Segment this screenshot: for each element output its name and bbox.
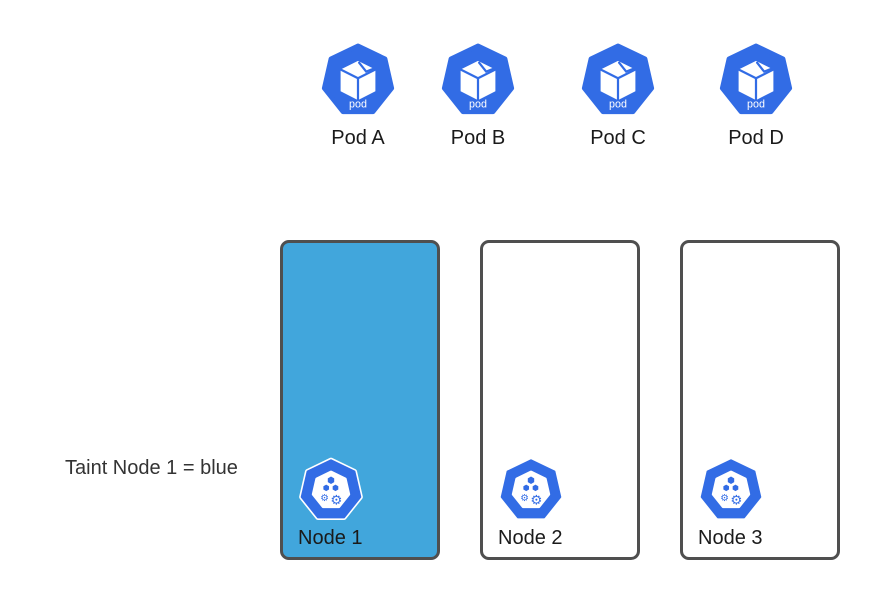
pod-a: pod Pod A	[302, 42, 414, 150]
pod-icon-text: pod	[609, 98, 627, 110]
node-label: Node 1	[298, 527, 363, 549]
pod-label: Pod A	[331, 127, 385, 149]
pod-label: Pod B	[450, 127, 506, 149]
taint-annotation: Taint Node 1 = blue	[65, 457, 238, 479]
kubernetes-node-icon	[499, 457, 563, 521]
node-label: Node 2	[498, 527, 563, 549]
kubernetes-pod-icon: pod	[441, 42, 515, 116]
pod-icon-text: pod	[349, 98, 367, 110]
kubernetes-node-icon	[699, 457, 763, 521]
pod-label: Pod C	[590, 127, 646, 149]
pod-icon-text: pod	[469, 98, 487, 110]
pod-b: pod Pod B	[422, 42, 534, 150]
pod-d: pod Pod D	[700, 42, 812, 150]
pod-label: Pod D	[728, 127, 784, 149]
kubernetes-pod-icon: pod	[321, 42, 395, 116]
node-3: Node 3	[680, 240, 840, 560]
kubernetes-pod-icon: pod	[581, 42, 655, 116]
node-2: Node 2	[480, 240, 640, 560]
kubernetes-pod-icon: pod	[719, 42, 793, 116]
node-label: Node 3	[698, 527, 763, 549]
pod-icon-text: pod	[747, 98, 765, 110]
kubernetes-node-icon	[299, 457, 363, 521]
pod-c: pod Pod C	[562, 42, 674, 150]
node-1: Node 1	[280, 240, 440, 560]
